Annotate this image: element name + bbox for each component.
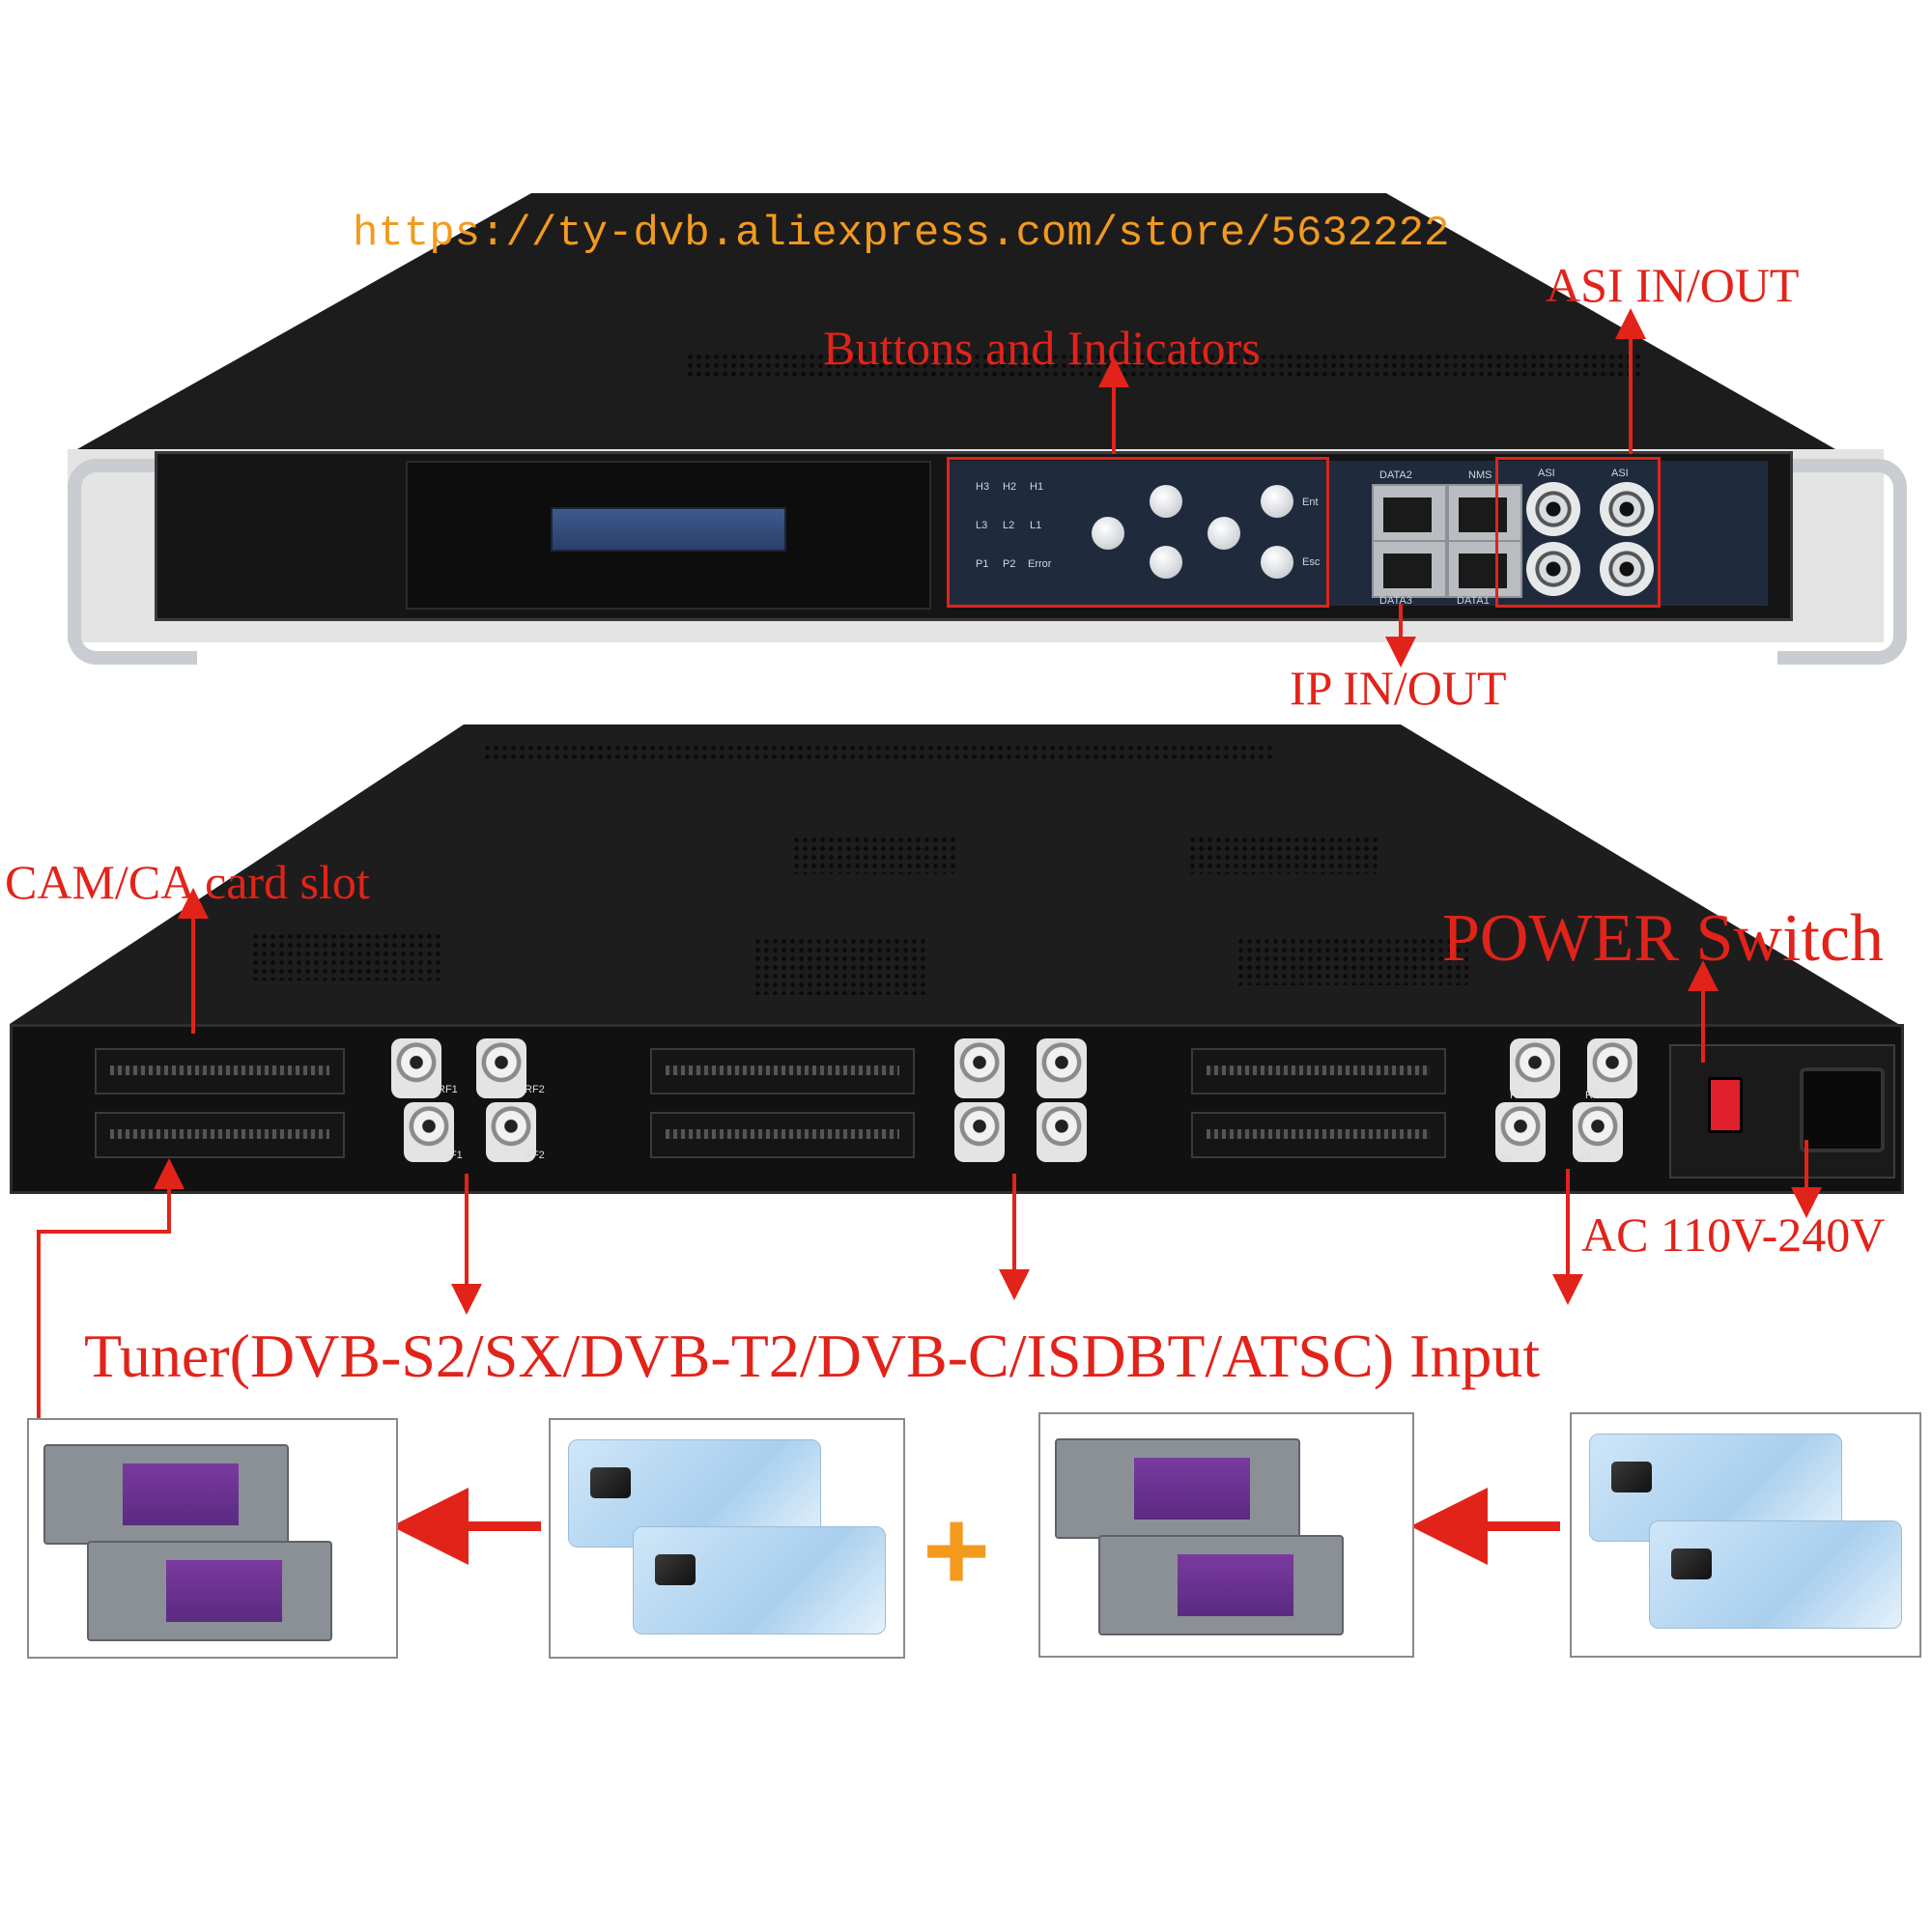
cam-module-2 xyxy=(87,1541,332,1641)
cam-module-3 xyxy=(1055,1438,1300,1539)
rf-label-2: RF2 xyxy=(525,1084,545,1095)
escape-label: Esc xyxy=(1302,556,1321,568)
ac-power-socket[interactable] xyxy=(1800,1067,1885,1152)
rf-connector-3[interactable] xyxy=(404,1102,454,1162)
asi-bnc-connector-4[interactable] xyxy=(1600,542,1654,596)
rf-label-6: RF2 xyxy=(1585,1090,1605,1101)
rack-handle-right xyxy=(1777,459,1907,665)
rf-label-7: RF xyxy=(1500,1153,1515,1165)
ac-voltage-callout: AC 110V-240V xyxy=(1581,1208,1886,1262)
enter-button[interactable] xyxy=(1261,485,1293,518)
left-arrow-button[interactable] xyxy=(1092,517,1124,550)
rf-connector-4[interactable] xyxy=(486,1102,536,1162)
top-vent-strip xyxy=(686,353,1642,380)
smart-card-photo-1 xyxy=(549,1418,905,1659)
led-label-error: Error xyxy=(1028,558,1052,570)
rear-vent-strip-4 xyxy=(251,932,444,980)
led-label-h3: H3 xyxy=(976,481,990,493)
cam-module-4 xyxy=(1098,1535,1344,1635)
buttons-indicators-box xyxy=(947,457,1329,608)
rear-vent-strip-3 xyxy=(1188,836,1381,874)
led-label-p1: P1 xyxy=(976,558,989,570)
rf-connector-8[interactable] xyxy=(1037,1102,1087,1162)
data3-port[interactable] xyxy=(1372,540,1447,598)
asi-bnc-connector-2[interactable] xyxy=(1600,482,1654,536)
led-label-h1: H1 xyxy=(1030,481,1044,493)
data1-label: DATA1 xyxy=(1457,595,1490,607)
cam-slot-5[interactable] xyxy=(1191,1048,1446,1094)
up-arrow-button[interactable] xyxy=(1150,485,1182,518)
asi-box xyxy=(1495,457,1661,608)
asi-bnc-connector-3[interactable] xyxy=(1526,542,1580,596)
cam-slot-3[interactable] xyxy=(650,1048,915,1094)
asi-in-out-callout: ASI IN/OUT xyxy=(1546,258,1800,312)
power-switch[interactable] xyxy=(1708,1077,1743,1133)
rf-connector-11[interactable] xyxy=(1495,1102,1546,1162)
led-label-l3: L3 xyxy=(976,520,988,531)
rear-vent-strip-2 xyxy=(792,836,956,874)
data2-label: DATA2 xyxy=(1379,469,1412,481)
smart-card-photo-2 xyxy=(1570,1412,1921,1658)
rear-vent-strip-1 xyxy=(483,744,1275,763)
power-switch-callout: POWER Switch xyxy=(1442,901,1884,976)
rf-label-4: RF2 xyxy=(525,1150,545,1161)
ip-in-out-callout: IP IN/OUT xyxy=(1290,661,1507,715)
rf-connector-2[interactable] xyxy=(476,1038,526,1098)
lcd-display xyxy=(551,507,786,552)
cam-slot-2[interactable] xyxy=(95,1112,345,1158)
rf-connector-9[interactable] xyxy=(1510,1038,1560,1098)
cam-slot-1[interactable] xyxy=(95,1048,345,1094)
data3-label: DATA3 xyxy=(1379,595,1412,607)
rf-label-5: RF xyxy=(1510,1090,1524,1101)
down-arrow-button[interactable] xyxy=(1150,546,1182,579)
rf-label-3: RF1 xyxy=(442,1150,463,1161)
power-module xyxy=(1669,1044,1895,1179)
cam-slot-6[interactable] xyxy=(1191,1112,1446,1158)
rf-connector-1[interactable] xyxy=(391,1038,441,1098)
data1-port[interactable] xyxy=(1447,540,1522,598)
right-arrow-button[interactable] xyxy=(1208,517,1240,550)
lcd-bezel xyxy=(406,461,931,610)
cam-module-photo-1 xyxy=(27,1418,398,1659)
smart-card-2 xyxy=(633,1526,886,1634)
tuner-input-callout: Tuner(DVB-S2/SX/DVB-T2/DVB-C/ISDBT/ATSC)… xyxy=(84,1321,1541,1390)
cam-module-1 xyxy=(43,1444,289,1545)
rear-vent-strip-5 xyxy=(753,937,927,995)
rf-connector-10[interactable] xyxy=(1587,1038,1637,1098)
rf-label-1: RF1 xyxy=(438,1084,458,1095)
rf-connector-12[interactable] xyxy=(1573,1102,1623,1162)
data2-port[interactable] xyxy=(1372,484,1447,542)
led-label-h2: H2 xyxy=(1003,481,1017,493)
cam-module-photo-2 xyxy=(1038,1412,1414,1658)
control-panel: H3 H2 H1 L3 L2 L1 P1 P2 Error Ent Esc DA… xyxy=(947,461,1768,607)
rf-connector-7[interactable] xyxy=(954,1102,1005,1162)
rf-connector-5[interactable] xyxy=(954,1038,1005,1098)
led-label-p2: P2 xyxy=(1003,558,1016,570)
led-label-l1: L1 xyxy=(1030,520,1042,531)
rear-vent-strip-6 xyxy=(1236,937,1468,985)
led-label-l2: L2 xyxy=(1003,520,1015,531)
nms-port[interactable] xyxy=(1447,484,1522,542)
smart-card-4 xyxy=(1649,1520,1902,1629)
nms-label: NMS xyxy=(1468,469,1492,481)
arrow-cam-insert xyxy=(37,1158,185,1425)
asi-label-1: ASI xyxy=(1538,468,1555,479)
rear-panel: RF1 RF2 RF1 RF2 RF RF2 RF RF xyxy=(10,1024,1904,1194)
store-watermark-url: https://ty-dvb.aliexpress.com/store/5632… xyxy=(353,210,1450,258)
front-device: H3 H2 H1 L3 L2 L1 P1 P2 Error Ent Esc DA… xyxy=(29,188,1907,665)
rack-handle-left xyxy=(68,459,197,665)
cam-slot-4[interactable] xyxy=(650,1112,915,1158)
buttons-indicators-callout: Buttons and Indicators xyxy=(823,321,1261,375)
escape-button[interactable] xyxy=(1261,546,1293,579)
asi-bnc-connector-1[interactable] xyxy=(1526,482,1580,536)
plus-symbol: + xyxy=(923,1486,991,1615)
rf-label-8: RF xyxy=(1577,1153,1592,1165)
asi-label-2: ASI xyxy=(1611,468,1629,479)
rf-connector-6[interactable] xyxy=(1037,1038,1087,1098)
enter-label: Ent xyxy=(1302,497,1319,508)
